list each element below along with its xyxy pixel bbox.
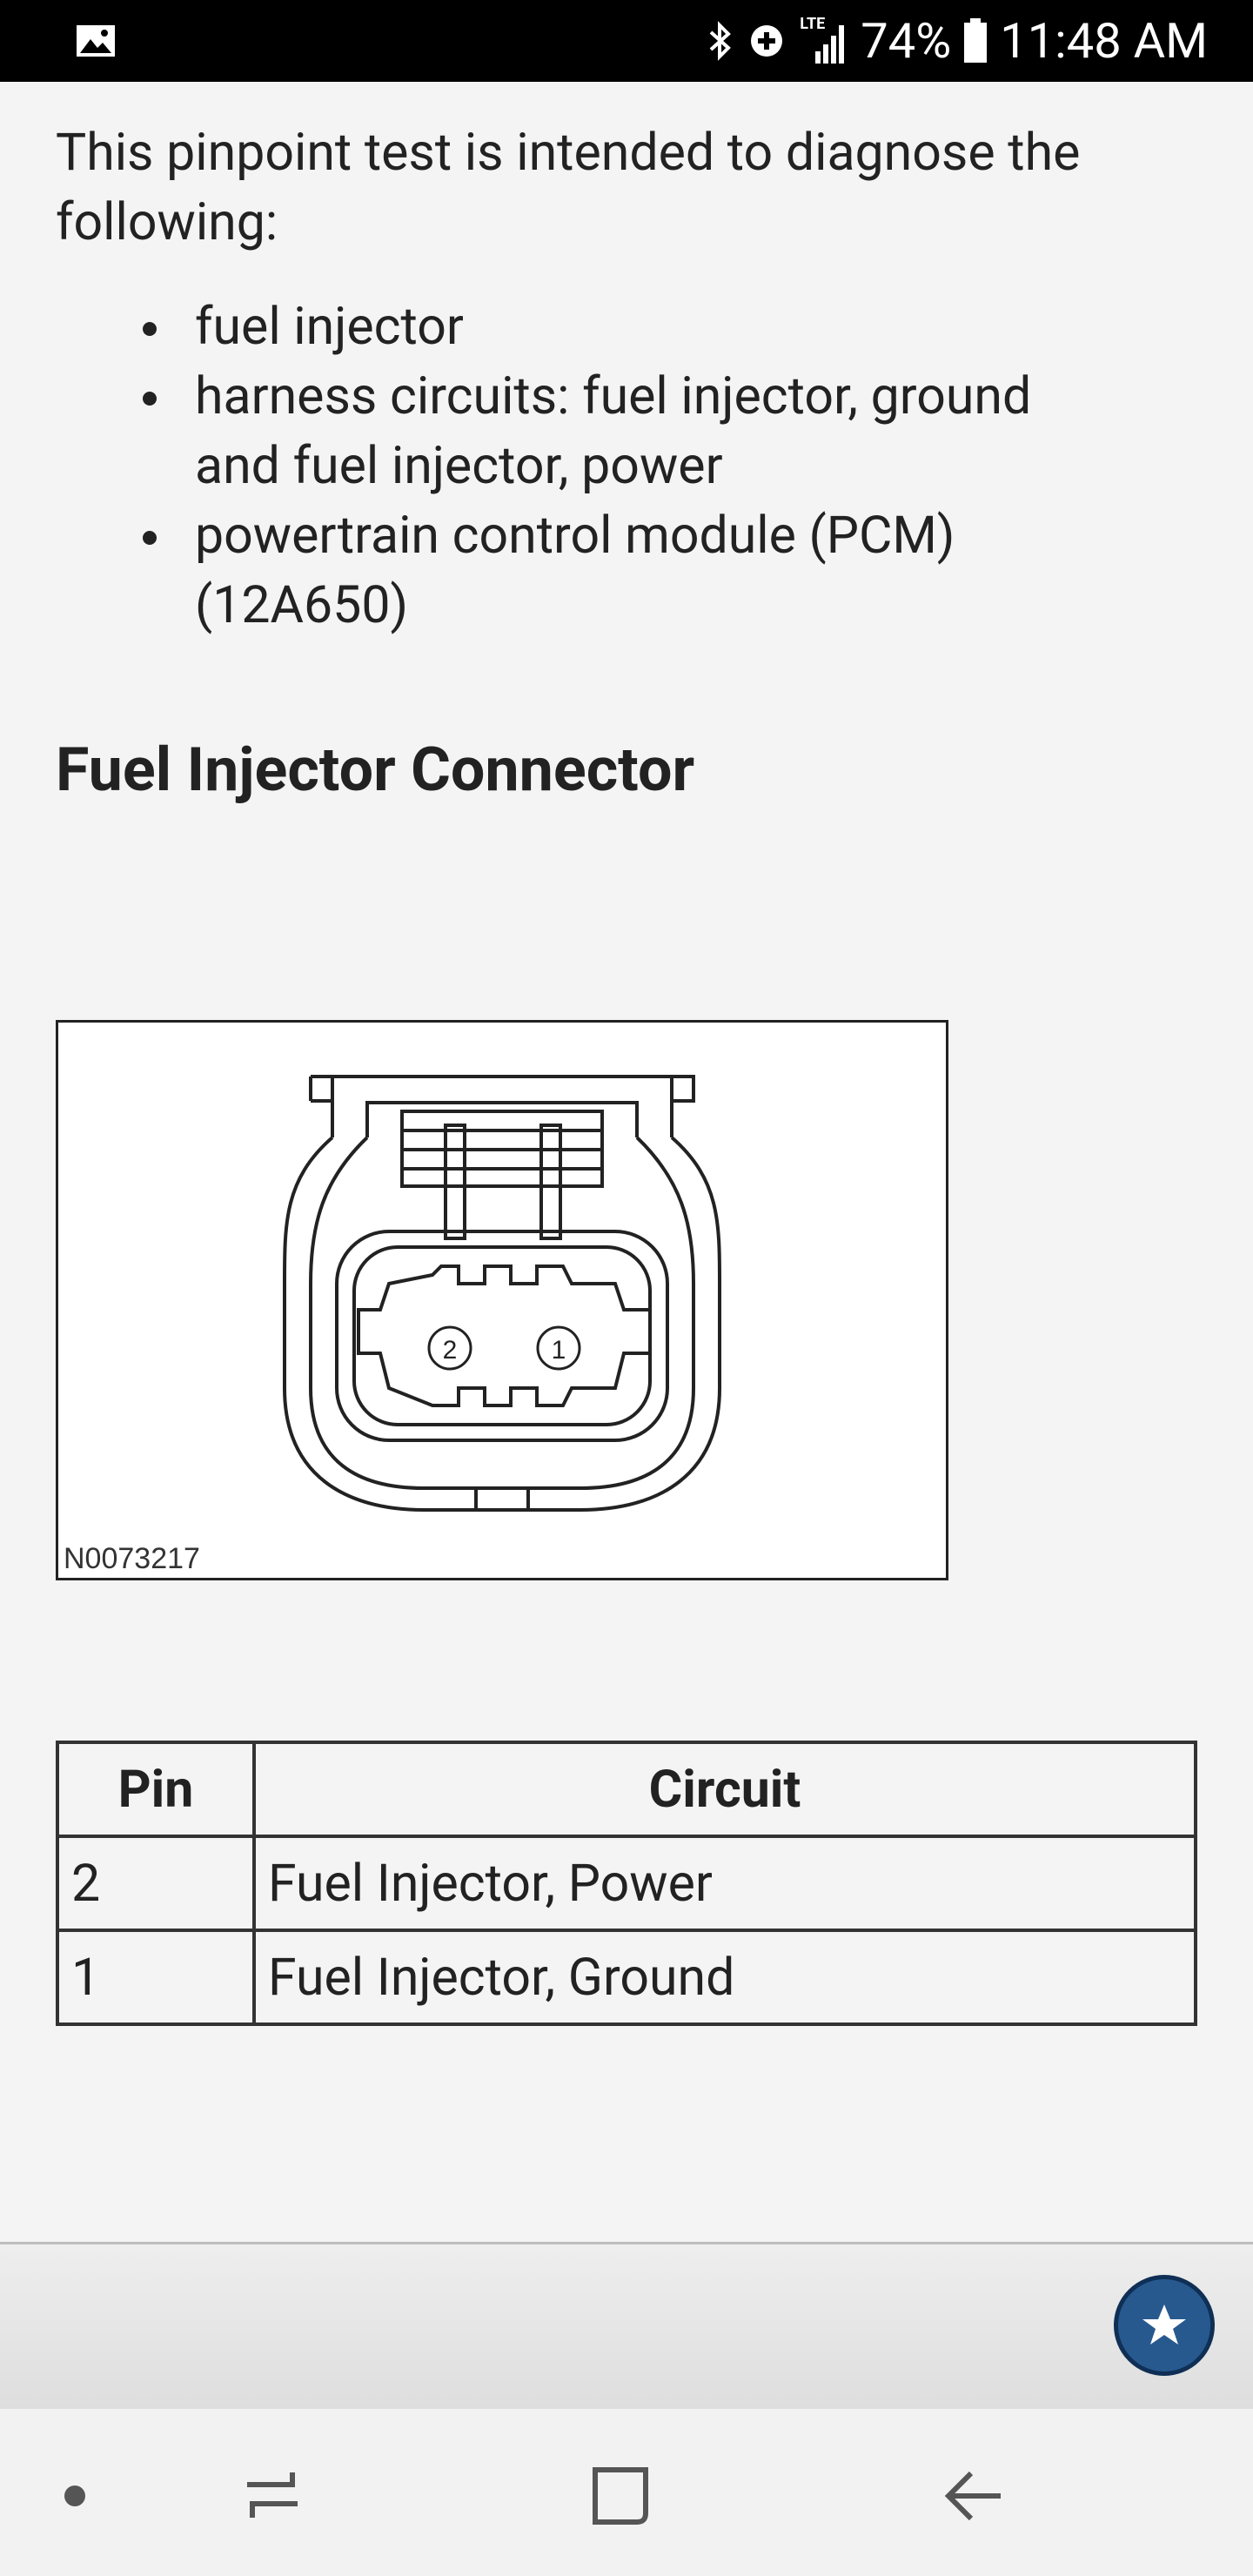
recent-apps-button[interactable] (230, 2452, 317, 2539)
back-button[interactable] (929, 2452, 1016, 2539)
list-item: powertrain control module (PCM) (12A650) (143, 501, 1204, 641)
bottom-toolbar (0, 2242, 1253, 2409)
pin-circuit-table: Pin Circuit 2 Fuel Injector, Power 1 Fue… (56, 1741, 1197, 2026)
diagram-code: N0073217 (64, 1542, 200, 1575)
bluetooth-icon (709, 21, 732, 61)
home-button[interactable] (578, 2452, 665, 2539)
table-header-row: Pin Circuit (56, 1741, 1197, 1838)
pin-1-label: 1 (552, 1336, 566, 1365)
recent-apps-icon (247, 2472, 298, 2518)
list-item: fuel injector (143, 292, 1204, 362)
battery-icon (964, 18, 988, 63)
image-icon (77, 25, 115, 57)
diagnosis-list: fuel injector harness circuits: fuel inj… (56, 292, 1204, 641)
table-cell-circuit: Fuel Injector, Ground (252, 1929, 1197, 2026)
star-icon (1142, 2304, 1186, 2345)
pin-2-label: 2 (443, 1336, 458, 1365)
nav-dot[interactable] (31, 2452, 118, 2539)
connector-drawing: 2 1 (283, 1075, 721, 1512)
connector-diagram: 2 1 N0073217 (56, 1020, 948, 1580)
dot-icon (64, 2485, 85, 2506)
section-title: Fuel Injector Connector (56, 735, 695, 806)
table-cell-circuit: Fuel Injector, Power (252, 1835, 1197, 1932)
data-saver-icon (751, 25, 783, 57)
signal-icon: LTE (800, 17, 848, 65)
status-bar: LTE 74% 11:48 AM (0, 0, 1253, 82)
navigation-bar (0, 2409, 1253, 2576)
list-item: harness circuits: fuel injector, ground … (143, 362, 1204, 501)
header-pin: Pin (56, 1741, 256, 1838)
table-cell-pin: 2 (56, 1835, 256, 1932)
battery-percent: 74% (861, 12, 952, 70)
back-icon (944, 2471, 1001, 2521)
clock: 11:48 AM (1000, 12, 1208, 70)
table-row: 1 Fuel Injector, Ground (56, 1929, 1197, 2026)
table-row: 2 Fuel Injector, Power (56, 1835, 1197, 1932)
table-cell-pin: 1 (56, 1929, 256, 2026)
header-circuit: Circuit (252, 1741, 1197, 1838)
article-body: This pinpoint test is intended to diagno… (56, 118, 1204, 641)
intro-text: This pinpoint test is intended to diagno… (56, 123, 1081, 252)
home-icon (593, 2467, 648, 2525)
favorite-button[interactable] (1114, 2275, 1215, 2376)
